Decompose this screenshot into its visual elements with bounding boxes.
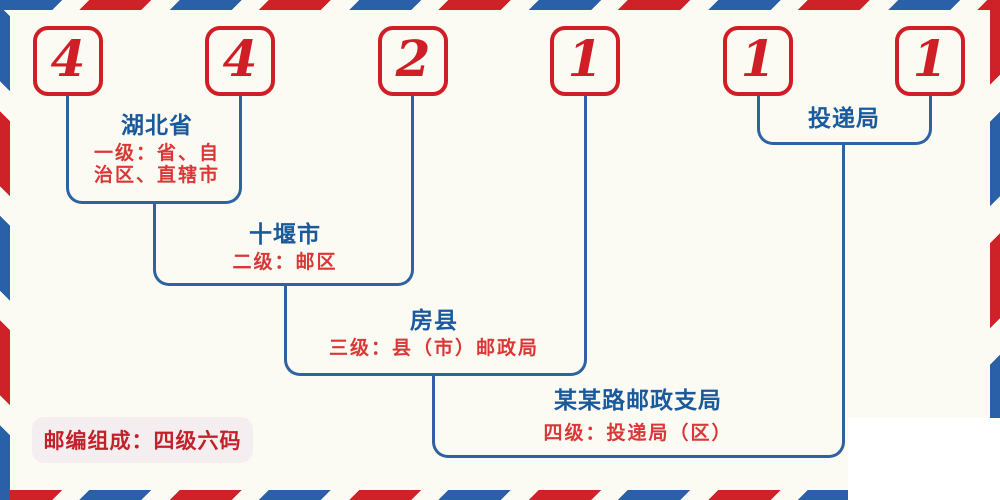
level1-place-name: 湖北省 [120, 113, 193, 138]
airmail-border-left [0, 0, 10, 500]
digit-6: 1 [912, 29, 948, 88]
digit-3: 2 [395, 29, 431, 88]
digit-2: 4 [222, 29, 258, 88]
digit-box-4: 1 [550, 26, 620, 96]
level1-description: 一级：省、自 治区、直辖市 [93, 143, 221, 186]
level2-place-name: 十堰市 [248, 222, 321, 247]
digit-box-5: 1 [723, 26, 793, 96]
label-delivery-office: 投递局 [808, 105, 880, 132]
digit-box-1: 4 [33, 26, 103, 96]
stem-delivery-office [842, 144, 845, 380]
label-group-level2: 十堰市 二级：邮区 [232, 221, 337, 274]
level3-description: 三级：县（市）邮政局 [328, 338, 540, 359]
digit-5: 1 [740, 29, 776, 88]
postal-code-composition-badge: 邮编组成：四级六码 [32, 417, 253, 463]
digit-box-3: 2 [378, 26, 448, 96]
airmail-border-right [990, 0, 1000, 500]
bracket-delivery-office [757, 96, 932, 145]
label-group-level3: 房县 三级：县（市）邮政局 [329, 307, 539, 360]
delivery-office-name: 投递局 [808, 106, 880, 131]
airmail-border-bottom [0, 490, 1000, 500]
stem-digit4 [584, 96, 587, 288]
stem-digit3 [411, 96, 414, 206]
digit-1: 4 [50, 29, 86, 88]
label-group-level4: 某某路邮政支局 四级：投递局（区） [543, 387, 732, 445]
level3-place-name: 房县 [409, 308, 458, 333]
airmail-border-top [0, 0, 1000, 10]
bracket-level3-county [284, 284, 587, 376]
bracket-level2-postal-area [153, 202, 414, 286]
level4-description: 四级：投递局（区） [543, 423, 733, 444]
bracket-level4-delivery [432, 376, 845, 458]
bottom-right-white-patch [848, 418, 1000, 500]
digit-box-2: 4 [205, 26, 275, 96]
level2-description: 二级：邮区 [232, 252, 338, 273]
composition-badge-text: 邮编组成：四级六码 [43, 429, 242, 453]
digit-box-6: 1 [895, 26, 965, 96]
label-group-level1: 湖北省 一级：省、自 治区、直辖市 [94, 112, 220, 187]
digit-4: 1 [567, 29, 603, 88]
level4-place-name: 某某路邮政支局 [553, 388, 722, 413]
